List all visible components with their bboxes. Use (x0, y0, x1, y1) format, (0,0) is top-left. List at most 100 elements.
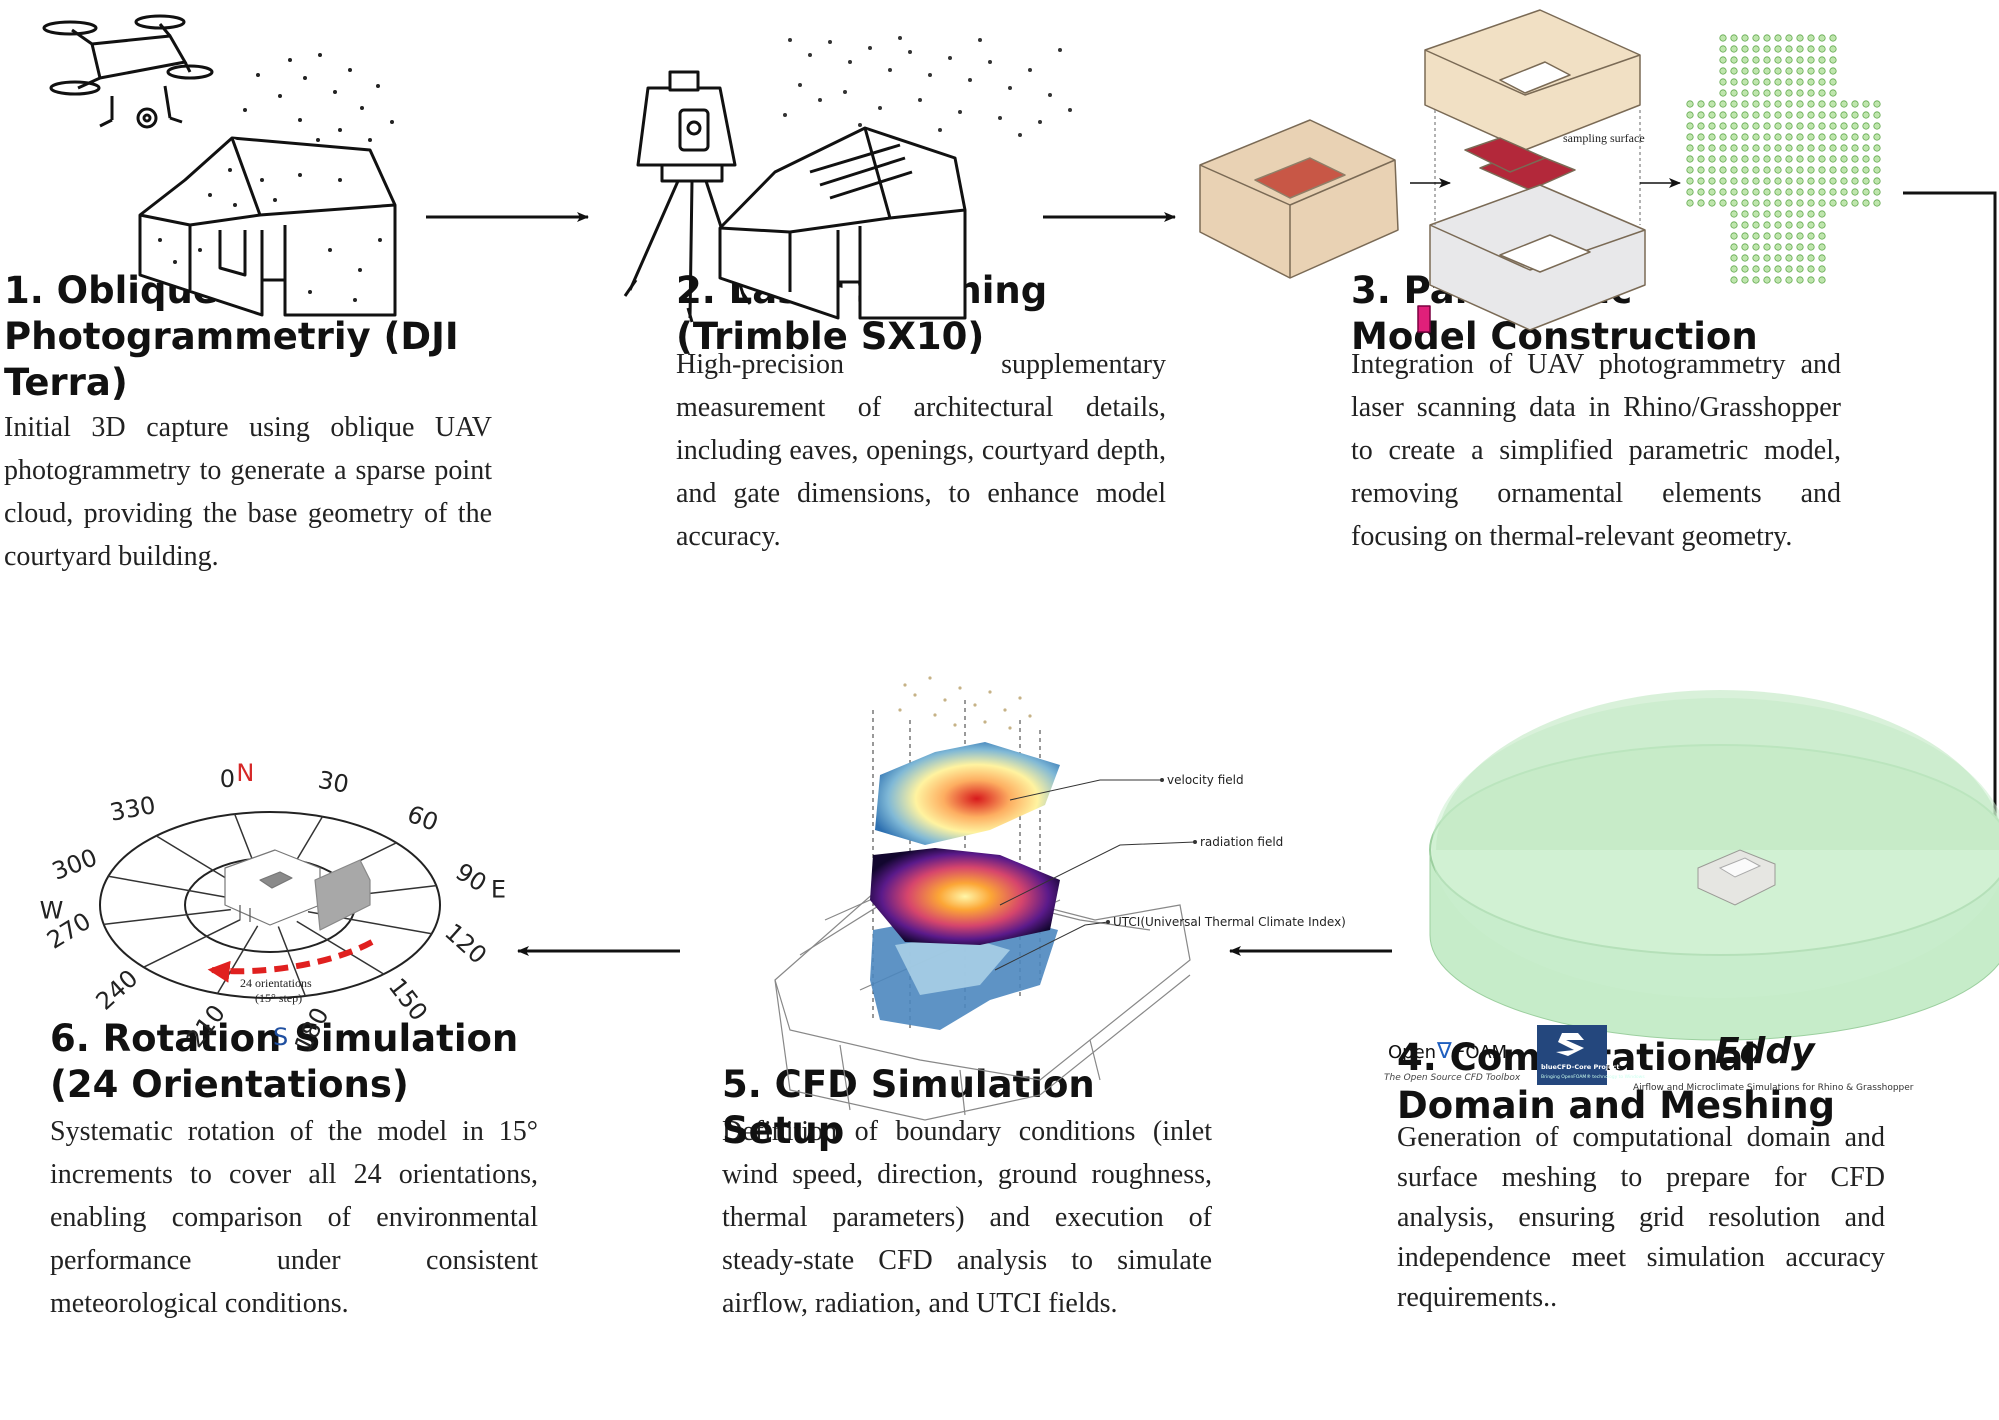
sampling-point (1862, 122, 1870, 130)
sampling-point-grid (1686, 34, 1881, 284)
step-6-text: 6. Rotation Simulation (24 Orientations)… (50, 1017, 538, 1325)
sampling-point (1763, 34, 1771, 42)
sampling-point (1719, 133, 1727, 141)
compass-cardinal-n: N (236, 759, 254, 787)
sampling-point (1818, 188, 1826, 196)
sampling-point (1686, 177, 1694, 185)
sampling-point (1774, 276, 1782, 284)
sampling-point (1796, 133, 1804, 141)
sampling-point (1785, 122, 1793, 130)
sampling-point (1818, 155, 1826, 163)
sampling-point (1785, 232, 1793, 240)
sampling-point (1796, 221, 1804, 229)
sampling-point (1796, 67, 1804, 75)
sampling-point (1741, 78, 1749, 86)
sampling-point (1774, 34, 1782, 42)
sampling-point (1818, 265, 1826, 273)
sampling-point (1686, 166, 1694, 174)
sampling-point (1752, 276, 1760, 284)
sampling-point (1818, 276, 1826, 284)
sampling-point (1730, 254, 1738, 262)
sampling-point (1752, 100, 1760, 108)
sampling-point (1829, 100, 1837, 108)
sampling-point (1840, 199, 1848, 207)
sampling-point (1796, 89, 1804, 97)
sampling-point (1763, 100, 1771, 108)
sampling-point (1752, 166, 1760, 174)
sampling-point (1719, 89, 1727, 97)
sampling-point (1730, 56, 1738, 64)
step-3-body: Integration of UAV photogrammetry and la… (1351, 349, 1841, 552)
sampling-point (1807, 34, 1815, 42)
sampling-point (1774, 133, 1782, 141)
sampling-point (1862, 133, 1870, 141)
sampling-point (1807, 89, 1815, 97)
sampling-point (1873, 111, 1881, 119)
sampling-point (1796, 122, 1804, 130)
sampling-point (1774, 254, 1782, 262)
sampling-surface-label: sampling surface (1563, 131, 1645, 145)
sampling-point (1807, 133, 1815, 141)
sampling-point (1752, 155, 1760, 163)
sampling-point (1807, 78, 1815, 86)
sampling-point (1829, 89, 1837, 97)
sampling-point (1851, 177, 1859, 185)
sampling-point (1719, 78, 1727, 86)
sampling-point (1851, 166, 1859, 174)
sampling-point (1829, 78, 1837, 86)
sampling-point (1686, 100, 1694, 108)
sampling-point (1840, 188, 1848, 196)
sampling-point (1741, 177, 1749, 185)
sampling-point (1752, 188, 1760, 196)
compass-spoke (108, 875, 233, 899)
sampling-point (1785, 56, 1793, 64)
sampling-point (1708, 144, 1716, 152)
sampling-point (1785, 243, 1793, 251)
sampling-point (1763, 45, 1771, 53)
sampling-point (1741, 199, 1749, 207)
sampling-point (1741, 34, 1749, 42)
sampling-point (1774, 177, 1782, 185)
sampling-point (1686, 122, 1694, 130)
sampling-point (1741, 243, 1749, 251)
step-5-body: Definition of boundary conditions (inlet… (722, 1116, 1212, 1319)
sampling-point (1730, 188, 1738, 196)
sampling-point (1873, 122, 1881, 130)
sampling-point (1873, 166, 1881, 174)
compass-cardinal-s: S (273, 1023, 288, 1051)
sampling-point (1829, 67, 1837, 75)
sampling-point (1873, 199, 1881, 207)
bluecfd-name: blueCFD-Core Project (1541, 1063, 1620, 1071)
utci-field-label: UTCI(Universal Thermal Climate Index) (1113, 915, 1346, 929)
compass-building (224, 849, 371, 931)
sampling-point (1708, 199, 1716, 207)
sampling-point (1730, 199, 1738, 207)
sampling-point (1730, 265, 1738, 273)
step-6-body: Systematic rotation of the model in 15° … (50, 1116, 538, 1319)
sampling-point (1818, 144, 1826, 152)
sampling-point (1796, 166, 1804, 174)
sampling-point (1796, 144, 1804, 152)
sampling-point (1829, 56, 1837, 64)
sampling-point (1862, 144, 1870, 152)
sampling-point (1873, 100, 1881, 108)
sampling-point (1763, 188, 1771, 196)
sampling-point (1807, 111, 1815, 119)
sampling-point (1719, 56, 1727, 64)
sampling-point (1730, 221, 1738, 229)
sampling-point (1851, 199, 1859, 207)
openfoam-open: Open (1388, 1042, 1436, 1063)
sampling-point (1741, 100, 1749, 108)
sampling-point (1774, 111, 1782, 119)
sampling-point (1807, 166, 1815, 174)
sampling-point (1752, 133, 1760, 141)
sampling-point (1741, 166, 1749, 174)
sampling-point (1730, 166, 1738, 174)
radiation-field-label: radiation field (1200, 835, 1283, 849)
velocity-field-label: velocity field (1167, 773, 1244, 787)
sampling-point (1697, 199, 1705, 207)
sampling-point (1741, 232, 1749, 240)
sampling-point (1851, 188, 1859, 196)
sampling-point (1840, 144, 1848, 152)
